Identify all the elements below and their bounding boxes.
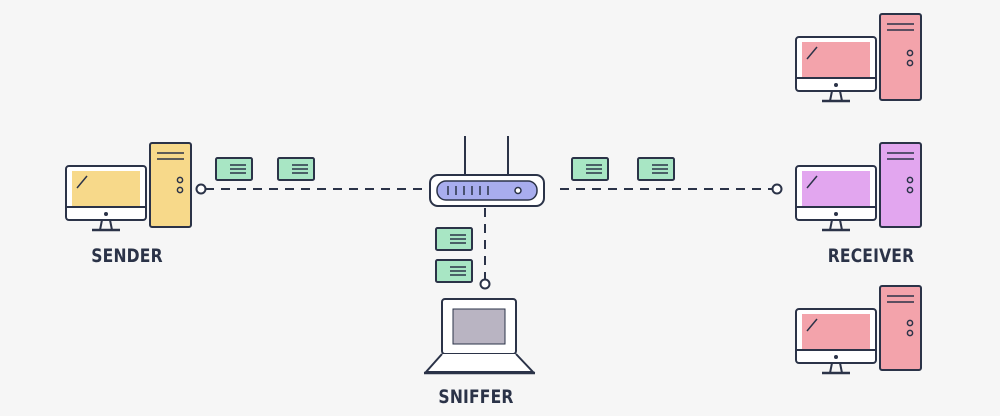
sender-port <box>195 183 207 195</box>
data-packet-icon <box>637 157 675 181</box>
sender-computer <box>65 142 192 232</box>
desktop-computer-icon <box>795 142 922 232</box>
receiver-computer-middle <box>795 142 922 232</box>
desktop-computer-icon <box>795 13 922 103</box>
connections <box>205 188 772 280</box>
data-packet-icon <box>435 259 473 283</box>
desktop-computer-icon <box>65 142 192 232</box>
receiver-port <box>771 183 783 195</box>
sniffer-port <box>479 278 491 290</box>
laptop-icon <box>423 298 536 375</box>
sniffer-label: SNIFFER <box>438 386 514 408</box>
receiver-computer-top <box>795 13 922 103</box>
data-packet-icon <box>277 157 315 181</box>
receiver-computer-bottom <box>795 285 922 375</box>
receiver-label: RECEIVER <box>827 245 915 267</box>
data-packet-icon <box>215 157 253 181</box>
data-packet-icon <box>571 157 609 181</box>
data-packet-icon <box>435 227 473 251</box>
sender-label: SENDER <box>91 245 163 267</box>
router-icon <box>429 136 545 207</box>
desktop-computer-icon <box>795 285 922 375</box>
